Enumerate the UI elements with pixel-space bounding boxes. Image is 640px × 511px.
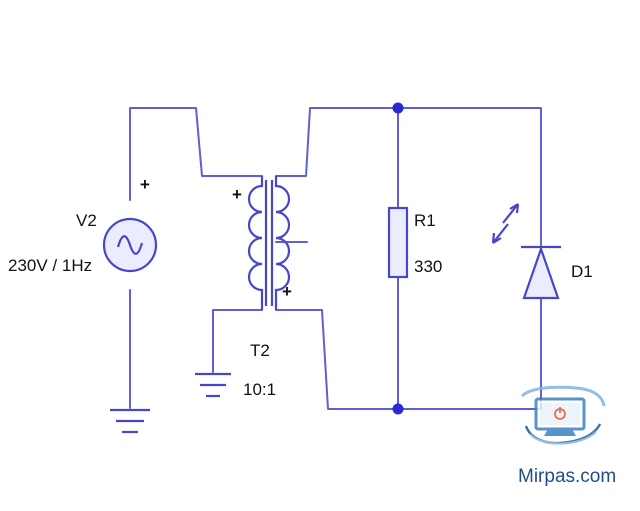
watermark-text: Mirpas.com [518, 466, 616, 487]
led-triangle [522, 245, 560, 300]
wire-secondary-bottom-rail [275, 297, 542, 410]
junction-node-top [392, 102, 404, 114]
resistor-body [387, 206, 409, 279]
transformer-t2: + + T2 10:1 [232, 176, 292, 399]
transformer-secondary-coil [274, 176, 291, 310]
wires [129, 107, 542, 410]
junction-node-bottom [392, 403, 404, 415]
transformer-secondary-polarity: + [282, 282, 292, 301]
source-rating-label: 230V / 1Hz [8, 256, 92, 275]
wire-primary-to-ground [212, 309, 263, 373]
ground-symbol-source [110, 408, 150, 434]
transformer-ratio-label: 10:1 [243, 380, 276, 399]
sine-wave-icon [116, 235, 144, 255]
transformer-primary-coil [247, 176, 264, 310]
led-name-label: D1 [571, 262, 593, 281]
wire-source-to-primary-top [129, 107, 263, 201]
ground-symbol-transformer [195, 372, 231, 398]
resistor-value-label: 330 [414, 257, 442, 276]
transformer-primary-polarity: + [232, 185, 242, 204]
source-polarity-plus: + [140, 175, 150, 194]
resistor-name-label: R1 [414, 211, 436, 230]
ac-source-v2: + V2 230V / 1Hz [8, 175, 158, 275]
source-name-label: V2 [76, 211, 97, 230]
transformer-name-label: T2 [250, 341, 270, 360]
led-d1: D1 [491, 203, 593, 300]
monitor-power-logo-icon [520, 385, 606, 445]
resistor-r1: R1 330 [387, 206, 442, 279]
led-emission-arrows-icon [491, 203, 520, 244]
watermark: Mirpas.com [518, 385, 616, 487]
wire-secondary-top-rail [275, 107, 542, 177]
